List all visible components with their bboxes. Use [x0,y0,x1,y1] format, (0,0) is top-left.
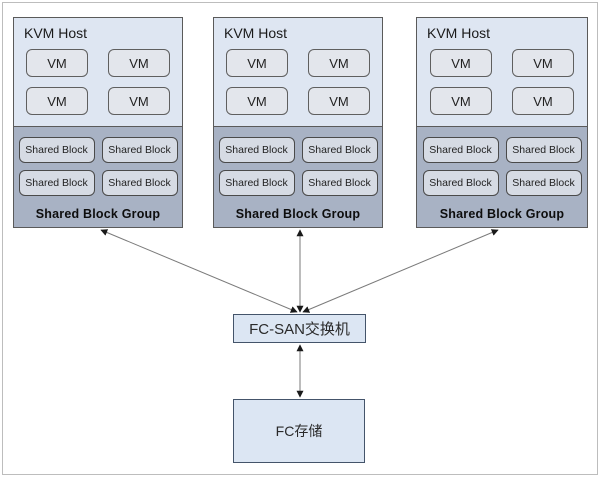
shared-block-group-section: Shared Block Shared Block Shared Block S… [214,126,382,227]
shared-block-grid: Shared Block Shared Block Shared Block S… [422,137,582,196]
connector-host1-switch [100,229,298,313]
vm-box: VM [226,49,288,77]
shared-block-box: Shared Block [218,170,295,196]
vm-box: VM [26,49,88,77]
shared-block-box: Shared Block [422,137,499,163]
vm-box: VM [430,49,492,77]
kvm-host-vm-section: KVM Host VM VM VM VM [14,18,182,126]
kvm-host-box: KVM Host VM VM VM VM Shared Block Shared… [13,17,183,228]
shared-block-box: Shared Block [18,137,95,163]
shared-block-box: Shared Block [101,137,178,163]
vm-box: VM [430,87,492,115]
fc-san-switch-box: FC-SAN交换机 [233,314,366,343]
shared-block-box: Shared Block [505,137,582,163]
vm-box: VM [26,87,88,115]
shared-block-box: Shared Block [218,137,295,163]
shared-block-box: Shared Block [301,170,378,196]
fc-storage-box: FC存储 [233,399,365,463]
shared-block-group-section: Shared Block Shared Block Shared Block S… [14,126,182,227]
shared-block-group-label: Shared Block Group [35,207,161,221]
kvm-host-vm-section: KVM Host VM VM VM VM [214,18,382,126]
shared-block-box: Shared Block [422,170,499,196]
kvm-host-vm-section: KVM Host VM VM VM VM [417,18,587,126]
fc-san-switch-label: FC-SAN交换机 [249,321,350,338]
vm-box: VM [512,87,574,115]
shared-block-grid: Shared Block Shared Block Shared Block S… [18,137,178,196]
vm-grid: VM VM VM VM [214,49,382,115]
shared-block-box: Shared Block [18,170,95,196]
kvm-host-box: KVM Host VM VM VM VM Shared Block Shared… [213,17,383,228]
kvm-host-title: KVM Host [427,25,491,41]
vm-box: VM [226,87,288,115]
shared-block-group-label: Shared Block Group [235,207,361,221]
kvm-host-title: KVM Host [24,25,88,41]
shared-block-grid: Shared Block Shared Block Shared Block S… [218,137,378,196]
vm-grid: VM VM VM VM [417,49,587,115]
kvm-host-box: KVM Host VM VM VM VM Shared Block Shared… [416,17,588,228]
vm-box: VM [308,49,370,77]
kvm-host-title: KVM Host [224,25,288,41]
connector-host3-switch [302,229,499,313]
fc-storage-label: FC存储 [275,423,323,439]
vm-box: VM [108,49,170,77]
shared-block-box: Shared Block [505,170,582,196]
vm-box: VM [512,49,574,77]
shared-block-group-label: Shared Block Group [439,207,565,221]
shared-block-box: Shared Block [101,170,178,196]
vm-grid: VM VM VM VM [14,49,182,115]
vm-box: VM [108,87,170,115]
vm-box: VM [308,87,370,115]
shared-block-box: Shared Block [301,137,378,163]
shared-block-group-section: Shared Block Shared Block Shared Block S… [417,126,587,227]
